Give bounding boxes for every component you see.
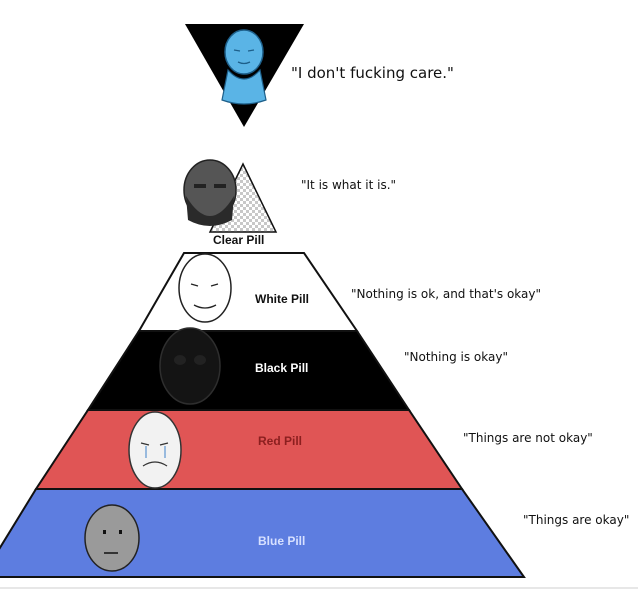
clear-tier <box>183 159 278 233</box>
clear-quote: "It is what it is." <box>301 178 397 192</box>
white-quote: "Nothing is ok, and that's okay" <box>351 287 542 301</box>
red-pill-label: Red Pill <box>258 434 303 448</box>
red-pill-layer <box>34 409 464 490</box>
clear-pill-label: Clear Pill <box>213 233 265 247</box>
black-quote: "Nothing is okay" <box>404 350 508 364</box>
blue-wojak-icon <box>221 29 267 105</box>
black-pill-layer <box>86 330 411 411</box>
white-pill-layer <box>137 252 359 332</box>
crying-wojak-icon <box>128 411 182 489</box>
bearded-chad-icon <box>183 159 237 226</box>
dark-wojak-icon <box>159 327 221 405</box>
white-wojak-icon <box>178 253 232 323</box>
black-pill-label: Black Pill <box>255 361 309 375</box>
blue-quote: "Things are okay" <box>523 513 630 527</box>
inverted-triangle <box>185 24 304 127</box>
npc-wojak-icon <box>84 504 140 572</box>
white-pill-label: White Pill <box>255 292 309 306</box>
top-tier <box>185 24 304 127</box>
blue-pill-label: Blue Pill <box>258 534 306 548</box>
top-quote: "I don't fucking care." <box>291 64 454 82</box>
red-quote: "Things are not okay" <box>463 431 593 445</box>
blue-pill-layer <box>0 488 526 578</box>
